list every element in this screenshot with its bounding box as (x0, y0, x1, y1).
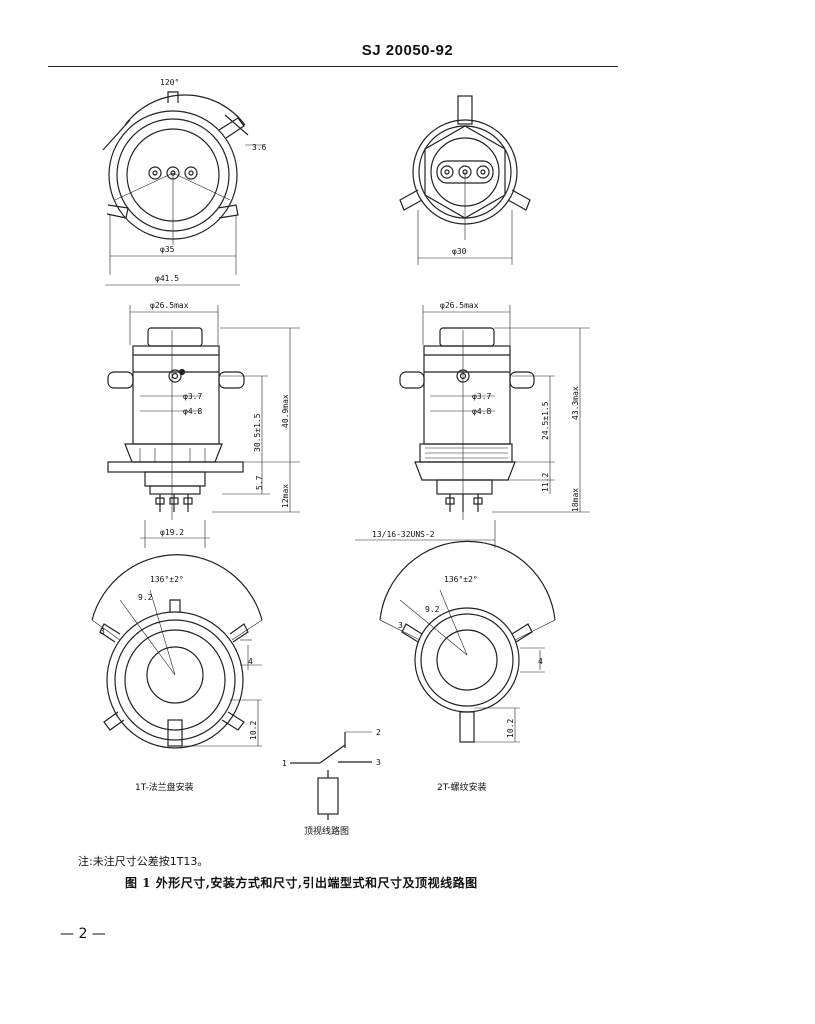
svg-text:φ41.5: φ41.5 (155, 274, 179, 283)
page-number: — 2 — (60, 926, 106, 942)
svg-text:3.6: 3.6 (252, 143, 267, 152)
bottom-thread-view (379, 540, 556, 743)
svg-text:24.5±1.5: 24.5±1.5 (541, 401, 550, 440)
svg-text:φ4.8: φ4.8 (472, 407, 491, 416)
top-thread-view (399, 95, 531, 265)
dimension-labels: 120° 3.6 φ35 φ41.5 φ30 φ26.5max φ3.7 φ4.… (100, 78, 580, 837)
circuit-diagram (290, 731, 372, 820)
svg-text:43.3max: 43.3max (571, 386, 580, 420)
svg-text:φ26.5max: φ26.5max (150, 301, 189, 310)
svg-text:3: 3 (100, 627, 105, 636)
svg-text:10.2: 10.2 (506, 719, 515, 738)
svg-text:5.7: 5.7 (255, 475, 264, 490)
header-rule (48, 66, 618, 67)
svg-text:φ30: φ30 (452, 247, 467, 256)
svg-text:3: 3 (376, 758, 381, 767)
svg-text:30.5±1.5: 30.5±1.5 (253, 413, 262, 452)
svg-text:12max: 12max (281, 484, 290, 508)
svg-text:9.2: 9.2 (138, 593, 153, 602)
side-flange-view (107, 305, 300, 548)
svg-text:φ35: φ35 (160, 245, 175, 254)
svg-text:18max: 18max (571, 488, 580, 512)
svg-text:11.2: 11.2 (541, 473, 550, 492)
tolerance-note: 注:未注尺寸公差按1T13。 (78, 855, 209, 868)
bottom-flange-view (91, 554, 263, 749)
svg-text:φ3.7: φ3.7 (183, 392, 202, 401)
svg-text:4: 4 (248, 657, 253, 666)
svg-text:4: 4 (538, 657, 543, 666)
top-flange-view (102, 91, 265, 286)
svg-text:φ4.8: φ4.8 (183, 407, 202, 416)
svg-text:120°: 120° (160, 78, 179, 87)
svg-text:φ3.7: φ3.7 (472, 392, 491, 401)
svg-text:2: 2 (376, 728, 381, 737)
svg-text:1: 1 (282, 759, 287, 768)
svg-text:2T-螺纹安装: 2T-螺纹安装 (437, 781, 487, 793)
svg-text:1T-法兰盘安装: 1T-法兰盘安装 (135, 781, 194, 793)
svg-text:φ19.2: φ19.2 (160, 528, 184, 537)
svg-text:40.9max: 40.9max (281, 394, 290, 428)
svg-text:顶视线路图: 顶视线路图 (304, 825, 349, 837)
svg-text:9.2: 9.2 (425, 605, 440, 614)
document-header: SJ 20050-92 (361, 42, 454, 59)
svg-text:φ26.5max: φ26.5max (440, 301, 479, 310)
svg-text:3: 3 (398, 621, 403, 630)
side-thread-view (355, 305, 590, 548)
svg-text:136°±2°: 136°±2° (150, 575, 184, 584)
svg-text:136°±2°: 136°±2° (444, 575, 478, 584)
svg-text:10.2: 10.2 (249, 721, 258, 740)
svg-text:13/16-32UNS-2: 13/16-32UNS-2 (372, 530, 435, 539)
figure-caption: 图 1 外形尺寸,安装方式和尺寸,引出端型式和尺寸及顶视线路图 (125, 876, 478, 890)
